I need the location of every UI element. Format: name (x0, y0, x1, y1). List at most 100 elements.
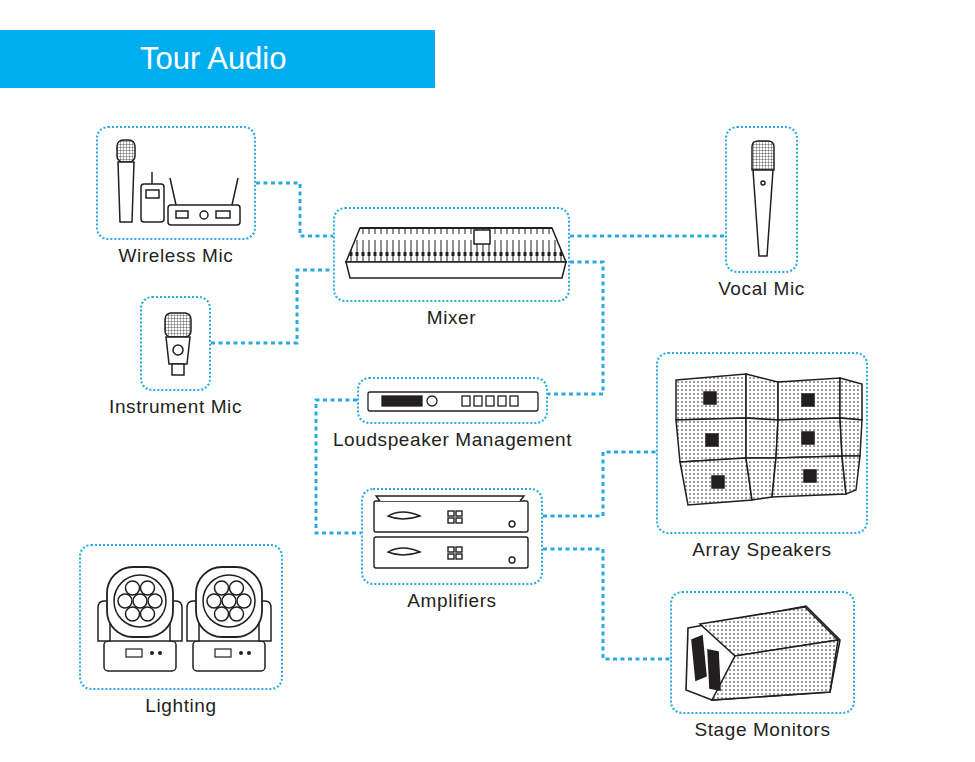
device-label: Instrument Mic (109, 395, 242, 419)
wireless-mic-set-part (168, 205, 240, 225)
moving-head-lights-part (98, 567, 182, 671)
loudspeaker-processor-part (486, 396, 494, 406)
dotted-frame (361, 488, 543, 585)
loudspeaker-processor-part (462, 396, 470, 406)
line-array-speakers-part (776, 418, 842, 458)
amplifier-units (374, 496, 528, 568)
loudspeaker-processor-part (382, 396, 422, 406)
wireless-mic-set-part (117, 140, 135, 162)
instrument-mic-part (172, 364, 184, 375)
amplifier-units-part (374, 537, 528, 568)
page-title: Tour Audio (0, 30, 435, 88)
instrument-mic-part (165, 313, 191, 337)
instrument-mic-part (166, 337, 190, 364)
device-group: Stage Monitors (670, 591, 855, 714)
line-array-speakers (676, 374, 862, 505)
line-array-speakers-part (802, 394, 814, 406)
amplifier-units-part (456, 511, 462, 516)
dotted-frame (725, 126, 798, 273)
amplifier-units-part (448, 554, 454, 559)
amplifier-units-part (509, 557, 515, 563)
line-array-speakers-part (840, 378, 862, 420)
loudspeaker-processor-part (427, 396, 437, 406)
amplifier-units-part (376, 496, 524, 501)
device-group: Loudspeaker Management (357, 377, 548, 424)
wireless-mic-set-part (146, 190, 159, 198)
vocal-mic-part (761, 181, 765, 185)
vocal-mic (752, 141, 774, 256)
loudspeaker-processor (368, 392, 538, 411)
device-group: Lighting (79, 544, 283, 690)
stage-monitor-wedge-part (712, 640, 838, 700)
stage-monitor-wedge-part (692, 636, 706, 680)
mixer-console-part (346, 262, 566, 278)
dotted-frame (357, 377, 548, 424)
wireless-mic-set-part (151, 172, 153, 184)
mixer-console-part (360, 227, 552, 229)
dotted-frame (79, 544, 283, 690)
signal-connector (211, 270, 333, 343)
mixer-console-part (346, 228, 566, 262)
device-group: Mixer (333, 207, 570, 302)
mixer-console (346, 228, 566, 278)
device-label: Wireless Mic (119, 244, 234, 268)
wireless-mic-set-part (216, 211, 230, 218)
line-array-speakers-part (842, 456, 860, 494)
loudspeaker-processor-part (498, 396, 506, 406)
line-array-speakers-part (712, 476, 724, 488)
vocal-mic-part (753, 170, 773, 256)
line-array-speakers-part (746, 458, 776, 500)
device-label: Mixer (427, 306, 476, 330)
wireless-mic-set-part (200, 211, 208, 219)
device-group: Array Speakers (656, 352, 868, 534)
loudspeaker-processor-part (510, 396, 518, 406)
amplifier-units-part (448, 511, 454, 516)
wireless-mic-set-part (141, 184, 164, 222)
device-group: Vocal Mic (725, 126, 798, 273)
dotted-frame (333, 207, 570, 302)
amplifier-units-part (456, 547, 462, 552)
device-label: Vocal Mic (718, 277, 805, 301)
amplifier-units-part (448, 518, 454, 523)
instrument-mic-part (173, 345, 183, 355)
line-array-speakers-part (704, 392, 716, 404)
loudspeaker-processor-part (368, 392, 538, 411)
device-label: Loudspeaker Management (333, 428, 572, 452)
amplifier-units-part (456, 554, 462, 559)
line-array-speakers-part (676, 374, 746, 420)
device-label: Stage Monitors (694, 718, 830, 742)
loudspeaker-processor-part (474, 396, 482, 406)
stage-monitor-wedge-part (686, 606, 840, 700)
moving-head-lights-part (187, 567, 271, 671)
line-array-speakers-part (706, 434, 718, 446)
line-array-speakers-part (746, 418, 778, 458)
line-array-speakers-part (680, 458, 752, 505)
signal-connector (543, 452, 656, 516)
title-band: Tour Audio (0, 30, 435, 88)
dotted-frame (670, 591, 855, 714)
line-array-speakers-part (840, 418, 862, 456)
line-array-speakers-part (772, 456, 846, 497)
wireless-mic-set-part (176, 211, 188, 218)
amplifier-units-part (388, 512, 420, 519)
device-group: Instrument Mic (140, 296, 211, 391)
line-array-speakers-part (804, 470, 816, 482)
stage-monitor-wedge-part (708, 650, 720, 690)
stage-monitor-wedge (686, 606, 840, 700)
vocal-mic-part (752, 141, 774, 170)
dotted-frame (140, 296, 211, 391)
amplifier-units-part (388, 548, 420, 555)
line-array-speakers-part (802, 432, 814, 444)
device-group: Wireless Mic (96, 126, 256, 240)
device-label: Array Speakers (692, 538, 831, 562)
signal-connector (256, 183, 333, 236)
line-array-speakers-part (778, 378, 840, 420)
signal-connector (570, 235, 725, 238)
line-array-speakers-part (746, 374, 778, 420)
wireless-mic-set (117, 140, 240, 225)
device-label: Lighting (145, 694, 216, 718)
device-group: Amplifiers (361, 488, 543, 585)
